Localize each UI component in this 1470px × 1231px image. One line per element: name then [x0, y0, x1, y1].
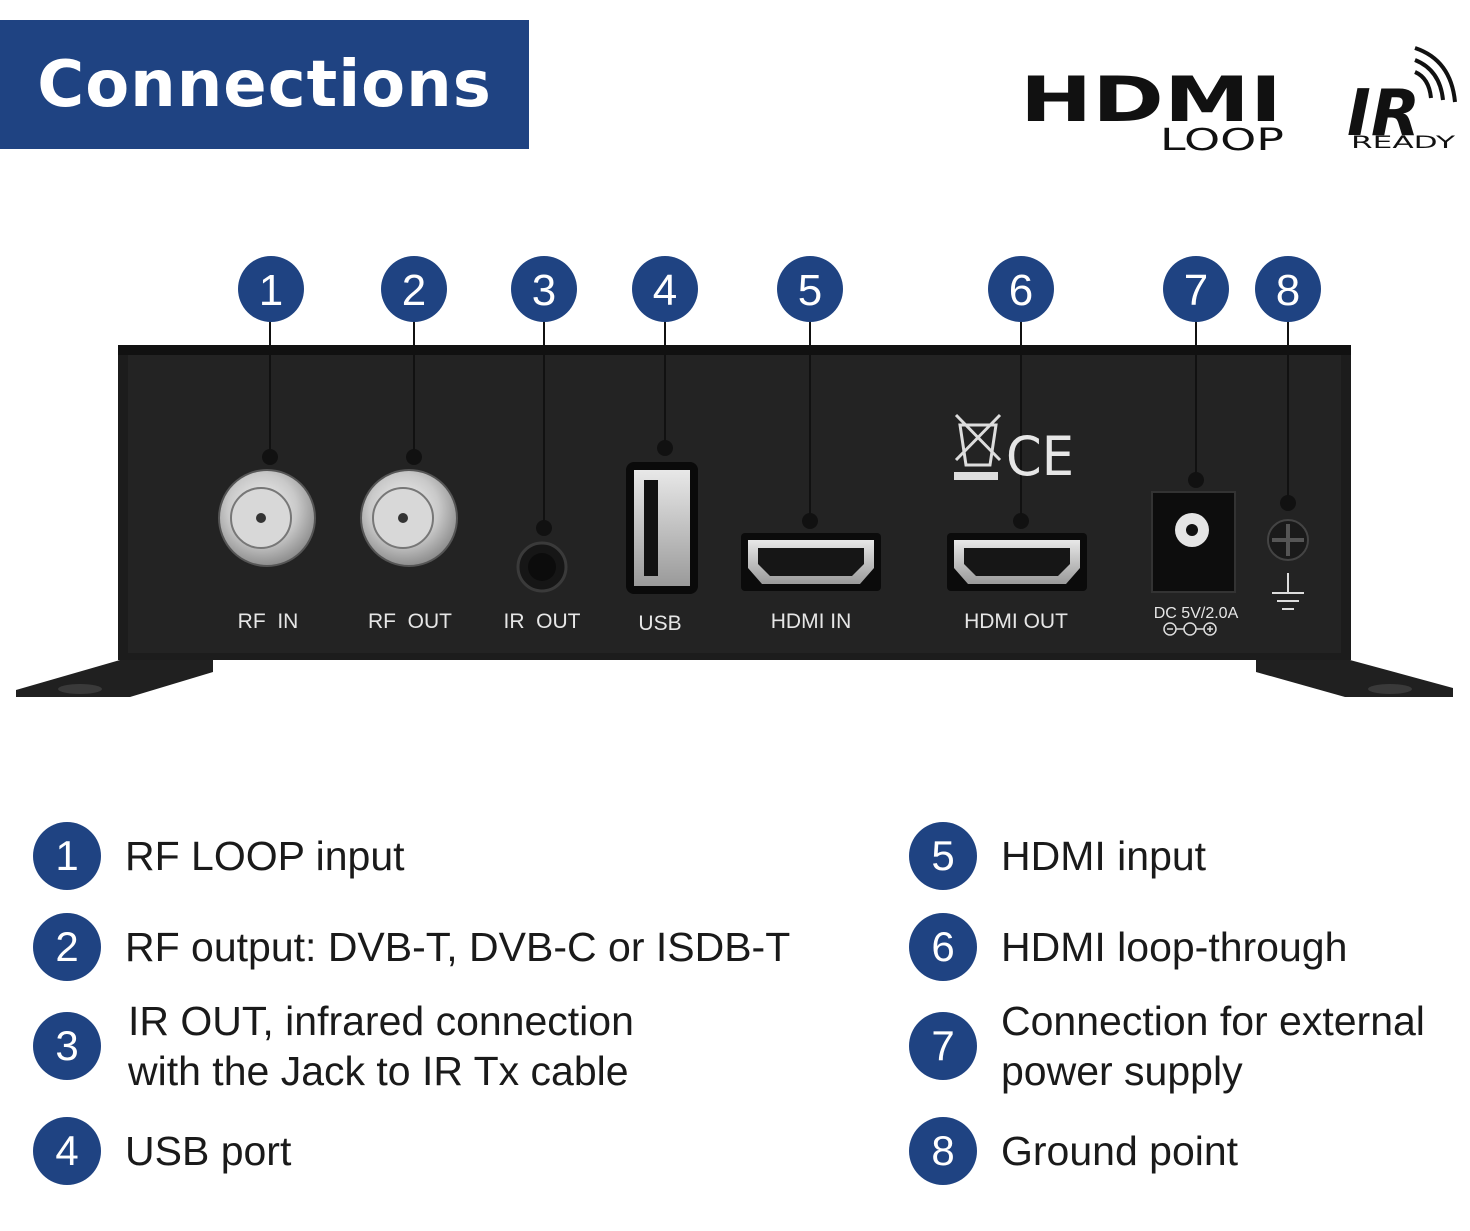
- legend-text: Connection for external power supply: [1001, 998, 1425, 1094]
- callout-badge-5: [777, 256, 843, 322]
- callout-badge-7: [1163, 256, 1229, 322]
- callout-num-2: 2: [402, 266, 426, 315]
- port-label-ir-out: IR OUT: [504, 610, 581, 633]
- wifi-signal-icon: [1414, 46, 1457, 103]
- legend-text: RF output: DVB-T, DVB-C or ISDB-T: [125, 924, 791, 970]
- mounting-foot-left: [16, 660, 213, 697]
- callout-num-4: 4: [653, 266, 677, 315]
- callout-badge-2: [381, 256, 447, 322]
- legend-item-7: 7 Connection for external power supply: [909, 996, 1425, 1096]
- ir-logo-word: IR: [1347, 77, 1420, 151]
- rf-out-connector: [360, 469, 458, 567]
- legend-item-8: 8 Ground point: [909, 1117, 1238, 1185]
- legend-item-1: 1 RF LOOP input: [33, 822, 405, 890]
- callout-num-8: 8: [1276, 266, 1300, 315]
- device-rear-panel-diagram: CE RF IN RF O: [16, 256, 1453, 697]
- polarity-icon: [1163, 622, 1217, 636]
- callout-badges: [238, 256, 1321, 322]
- ground-screw: [1267, 519, 1309, 561]
- ir-ready-logo: IR READY: [1347, 46, 1457, 153]
- port-label-rf-out: RF OUT: [368, 610, 452, 633]
- port-label-hdmi-in: HDMI IN: [771, 610, 852, 633]
- callout-num-7: 7: [1184, 266, 1208, 315]
- header-banner: Connections: [0, 20, 529, 149]
- dc-power-jack: [1151, 491, 1236, 593]
- legend-text: IR OUT, infrared connection with the Jac…: [128, 998, 634, 1094]
- ir-logo-sub: READY: [1351, 133, 1456, 153]
- hdmi-in-port: [741, 533, 881, 591]
- port-label-usb: USB: [638, 612, 681, 635]
- callout-num-6: 6: [1009, 266, 1033, 315]
- callout-num-3: 3: [532, 266, 556, 315]
- legend-badge: 6: [909, 913, 977, 981]
- rf-in-connector: [218, 469, 316, 567]
- legend-badge: 7: [909, 1012, 977, 1080]
- legend-item-6: 6 HDMI loop-through: [909, 913, 1347, 981]
- legend-badge: 8: [909, 1117, 977, 1185]
- legend-item-4: 4 USB port: [33, 1117, 291, 1185]
- legend-item-3: 3 IR OUT, infrared connection with the J…: [33, 996, 634, 1096]
- callout-badge-6: [988, 256, 1054, 322]
- legend-text: HDMI loop-through: [1001, 924, 1348, 970]
- ground-icon: [1272, 573, 1304, 610]
- hdmi-out-port: [947, 533, 1087, 591]
- legend-item-5: 5 HDMI input: [909, 822, 1206, 890]
- legend-badge: 4: [33, 1117, 101, 1185]
- port-label-dc: DC 5V/2.0A: [1154, 605, 1239, 622]
- legend-badge: 3: [33, 1012, 101, 1080]
- callout-badge-1: [238, 256, 304, 322]
- callout-badge-3: [511, 256, 577, 322]
- mounting-foot-right: [1256, 660, 1453, 697]
- page-title: Connections: [37, 47, 492, 122]
- hdmi-logo-sub: LOOP: [1160, 123, 1284, 158]
- weee-bin-icon: [954, 413, 1002, 480]
- legend-item-2: 2 RF output: DVB-T, DVB-C or ISDB-T: [33, 913, 790, 981]
- legend-badge: 2: [33, 913, 101, 981]
- usb-port: [626, 462, 698, 594]
- callout-badge-8: [1255, 256, 1321, 322]
- legend-text: HDMI input: [1001, 833, 1207, 879]
- legend-badge: 1: [33, 822, 101, 890]
- callout-num-1: 1: [259, 266, 283, 315]
- legend-badge: 5: [909, 822, 977, 890]
- legend-text: RF LOOP input: [125, 833, 405, 879]
- hdmi-loop-logo: HDMI LOOP: [1020, 75, 1284, 158]
- port-label-rf-in: RF IN: [238, 610, 299, 633]
- legend-text: USB port: [125, 1128, 292, 1174]
- ce-mark: CE: [1006, 425, 1074, 488]
- ir-out-jack: [516, 541, 568, 593]
- callout-badge-4: [632, 256, 698, 322]
- callout-num-5: 5: [798, 266, 822, 315]
- port-label-hdmi-out: HDMI OUT: [964, 610, 1068, 633]
- hdmi-logo-word: HDMI: [1020, 75, 1282, 136]
- legend-text: Ground point: [1001, 1128, 1239, 1174]
